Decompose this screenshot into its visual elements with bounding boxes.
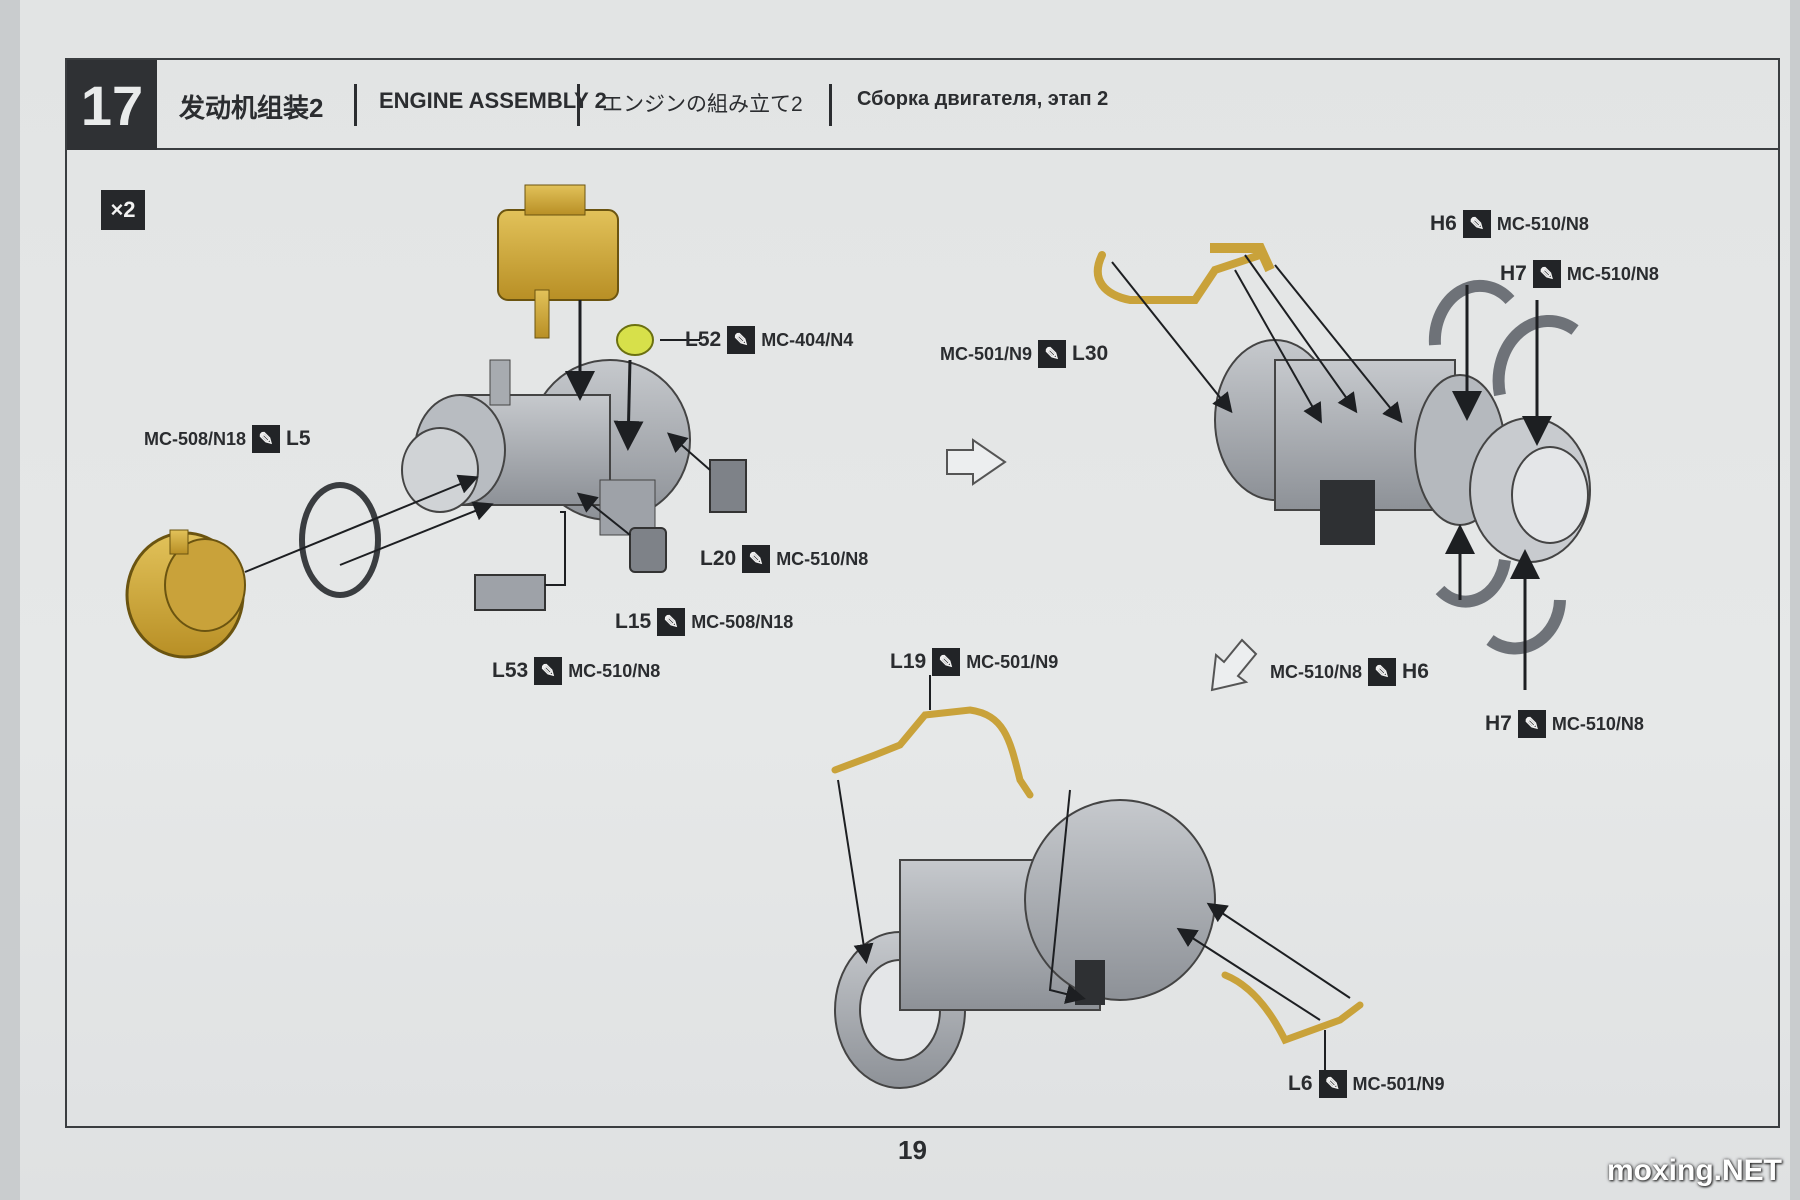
step-frame: 17 发动机组装2 ENGINE ASSEMBLY 2 エンジンの組み立て2 С… — [65, 58, 1780, 1128]
stage-arrow-right — [946, 438, 1007, 486]
part-number: L6 — [1288, 1072, 1313, 1095]
quantity-badge: ×2 — [101, 190, 145, 230]
paint-code: MC-510/N8 — [1270, 661, 1363, 682]
gold-pipe-l19 — [831, 706, 1034, 799]
ring-segment-h6-top — [1428, 279, 1515, 346]
title-japanese: エンジンの組み立て2 — [602, 93, 803, 116]
paint-brush-icon: ✎ — [657, 608, 686, 636]
paint-brush-icon: ✎ — [932, 648, 961, 676]
callout-h6-top: H6 ✎ MC-510/N8 — [1430, 210, 1589, 238]
title-divider — [829, 84, 832, 126]
part-number: L20 — [700, 547, 737, 570]
paint-code: MC-510/N8 — [776, 548, 869, 569]
paint-brush-icon: ✎ — [727, 326, 756, 354]
part-number: H7 — [1485, 712, 1512, 735]
paint-brush-icon: ✎ — [1038, 340, 1067, 368]
ring-segment-h7-bottom — [1486, 599, 1566, 655]
part-number: H6 — [1430, 212, 1457, 235]
callout-l53: L53 ✎ MC-510/N8 — [492, 657, 660, 685]
part-number: H6 — [1402, 660, 1429, 683]
part-number: L53 — [492, 659, 529, 682]
gold-pipe-l30 — [1093, 243, 1275, 304]
paint-brush-icon: ✎ — [1318, 1070, 1347, 1098]
callout-h7-top: H7 ✎ MC-510/N8 — [1500, 260, 1659, 288]
engine-left — [401, 359, 691, 536]
ring-segment-h7-top — [1492, 314, 1579, 397]
step-number: 17 — [67, 60, 157, 150]
title-english: ENGINE ASSEMBLY 2 — [379, 88, 607, 113]
watermark: moxing.NET — [1606, 1154, 1782, 1187]
part-number: L19 — [890, 650, 927, 673]
stage-arrow-down — [1210, 638, 1258, 692]
paint-code: MC-501/N9 — [940, 343, 1033, 364]
paint-brush-icon: ✎ — [1517, 710, 1546, 738]
ring-segment-h6-bottom — [1435, 559, 1511, 608]
part-number: L5 — [286, 427, 311, 450]
paint-brush-icon: ✎ — [534, 657, 563, 685]
paint-code: MC-510/N8 — [1566, 263, 1659, 284]
box-part-l15 — [629, 527, 667, 573]
callout-l30: MC-501/N9 ✎ L30 — [940, 340, 1108, 368]
title-divider — [354, 84, 357, 126]
callout-l5: MC-508/N18 ✎ L5 — [144, 425, 311, 453]
paint-code: MC-510/N8 — [1551, 713, 1644, 734]
paint-code: MC-508/N18 — [691, 611, 794, 632]
paint-brush-icon: ✎ — [1462, 210, 1491, 238]
assembly-diagram — [125, 184, 1591, 1089]
engine-bottom — [834, 799, 1216, 1089]
manual-page: 17 发动机组装2 ENGINE ASSEMBLY 2 エンジンの組み立て2 С… — [20, 0, 1790, 1200]
step-header: 17 发动机组装2 ENGINE ASSEMBLY 2 エンジンの組み立て2 С… — [67, 60, 1778, 150]
paint-code: MC-510/N8 — [568, 660, 661, 681]
paint-brush-icon: ✎ — [1368, 658, 1397, 686]
paint-brush-icon: ✎ — [252, 425, 281, 453]
box-part-l53 — [474, 574, 546, 611]
box-part-l20 — [709, 459, 747, 513]
callout-l20: L20 ✎ MC-510/N8 — [700, 545, 868, 573]
part-number: L15 — [615, 610, 652, 633]
paint-brush-icon: ✎ — [1532, 260, 1561, 288]
callout-h6-bottom: MC-510/N8 ✎ H6 — [1270, 658, 1429, 686]
callout-l15: L15 ✎ MC-508/N18 — [615, 608, 793, 636]
part-number: H7 — [1500, 262, 1527, 285]
callout-l19: L19 ✎ MC-501/N9 — [890, 648, 1058, 676]
engine-right — [1214, 339, 1591, 563]
part-number: L30 — [1072, 342, 1109, 365]
paint-code: MC-501/N9 — [966, 651, 1059, 672]
callout-l6: L6 ✎ MC-501/N9 — [1288, 1070, 1445, 1098]
title-russian: Сборка двигателя, этап 2 — [857, 88, 1109, 110]
gold-accessory-top — [497, 184, 619, 339]
paint-brush-icon: ✎ — [742, 545, 771, 573]
paint-code: MC-508/N18 — [144, 428, 247, 449]
part-number: L52 — [685, 328, 722, 351]
paint-code: MC-404/N4 — [761, 329, 854, 350]
title-divider — [577, 84, 580, 126]
callout-h7-bottom: H7 ✎ MC-510/N8 — [1485, 710, 1644, 738]
ring-part-l5 — [299, 482, 381, 598]
paint-code: MC-510/N8 — [1496, 213, 1589, 234]
title-chinese: 发动机组装2 — [179, 93, 324, 123]
page-number: 19 — [898, 1135, 927, 1165]
callout-l52: L52 ✎ MC-404/N4 — [685, 326, 853, 354]
paint-code: MC-501/N9 — [1352, 1073, 1445, 1094]
yellow-cap-part — [616, 324, 654, 356]
gold-intake-ring — [125, 529, 246, 659]
gold-pipe-l6 — [1221, 971, 1364, 1045]
